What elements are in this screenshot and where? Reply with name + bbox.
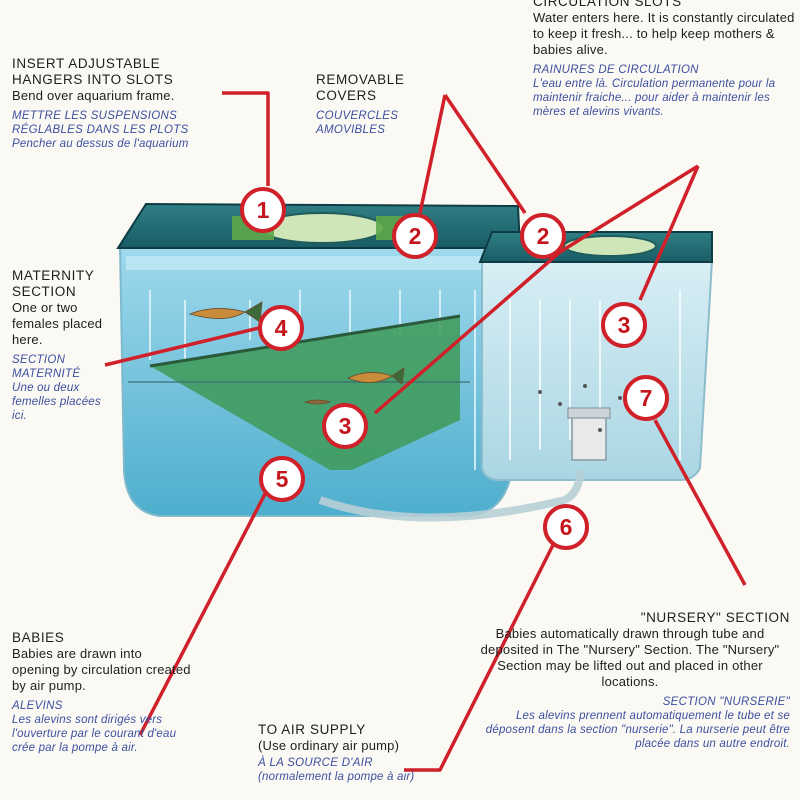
badge-5: 5 xyxy=(261,458,303,500)
callout-air-body: (Use ordinary air pump) xyxy=(258,738,448,754)
callout-slots-french-body: Pencher au dessus de l'aquarium xyxy=(12,137,222,151)
callout-maternity-body: One or two females placed here. xyxy=(12,300,114,348)
callout-slots: INSERT ADJUSTABLE HANGERS INTO SLOTS Ben… xyxy=(12,56,222,151)
callout-air: TO AIR SUPPLY (Use ordinary air pump) À … xyxy=(258,722,448,784)
callout-maternity-french-title: SECTION MATERNITÉ xyxy=(12,353,114,381)
svg-text:5: 5 xyxy=(276,466,289,492)
badge-3-left: 3 xyxy=(324,405,366,447)
callout-circulation-french-body: L'eau entre là. Circulation permanente p… xyxy=(533,77,795,119)
svg-text:2: 2 xyxy=(409,223,422,249)
callout-slots-heading: INSERT ADJUSTABLE HANGERS INTO SLOTS xyxy=(12,56,222,88)
callout-air-french-title: À LA SOURCE D'AIR xyxy=(258,756,448,770)
leader-2-right xyxy=(445,95,525,213)
svg-text:3: 3 xyxy=(618,312,631,338)
callout-babies-body: Babies are drawn into opening by circula… xyxy=(12,646,192,694)
callout-nursery-heading: "NURSERY" SECTION xyxy=(470,610,790,626)
callout-maternity: MATERNITY SECTION One or two females pla… xyxy=(12,268,114,423)
badge-4: 4 xyxy=(260,307,302,349)
callout-covers-heading: REMOVABLE COVERS xyxy=(316,72,446,104)
callout-circulation-heading: CIRCULATION SLOTS xyxy=(533,0,795,10)
badge-2-left: 2 xyxy=(394,215,436,257)
callout-slots-french-title: METTRE LES SUSPENSIONS RÉGLABLES DANS LE… xyxy=(12,109,222,137)
callout-circulation-body: Water enters here. It is constantly circ… xyxy=(533,10,795,58)
callout-nursery-french-title: SECTION "NURSERIE" xyxy=(470,695,790,709)
callout-air-heading: TO AIR SUPPLY xyxy=(258,722,448,738)
svg-text:3: 3 xyxy=(339,413,352,439)
callout-maternity-heading: MATERNITY SECTION xyxy=(12,268,114,300)
badge-7: 7 xyxy=(625,377,667,419)
svg-text:6: 6 xyxy=(560,514,573,540)
callout-covers-french: COUVERCLES AMOVIBLES xyxy=(316,109,446,137)
leader-1 xyxy=(222,93,268,186)
callout-maternity-french-body: Une ou deux femelles placées ici. xyxy=(12,381,114,423)
callout-babies-heading: BABIES xyxy=(12,630,192,646)
badge-3-right: 3 xyxy=(603,304,645,346)
badge-2-right: 2 xyxy=(522,215,564,257)
callout-circulation-french-title: RAINURES DE CIRCULATION xyxy=(533,63,795,77)
svg-text:7: 7 xyxy=(640,385,653,411)
callout-babies-french-body: Les alevins sont dirigés vers l'ouvertur… xyxy=(12,713,192,755)
callout-nursery-body: Babies automatically drawn through tube … xyxy=(470,626,790,690)
callout-nursery-french-body: Les alevins prennent automatiquement le … xyxy=(470,709,790,751)
badge-1: 1 xyxy=(242,189,284,231)
badge-6: 6 xyxy=(545,506,587,548)
callout-slots-body: Bend over aquarium frame. xyxy=(12,88,222,104)
svg-text:1: 1 xyxy=(257,197,270,223)
callout-nursery: "NURSERY" SECTION Babies automatically d… xyxy=(470,610,790,751)
callout-circulation: CIRCULATION SLOTS Water enters here. It … xyxy=(533,0,795,119)
callout-babies-french-title: ALEVINS xyxy=(12,699,192,713)
callout-babies: BABIES Babies are drawn into opening by … xyxy=(12,630,192,755)
callout-covers: REMOVABLE COVERS COUVERCLES AMOVIBLES xyxy=(316,72,446,137)
svg-text:4: 4 xyxy=(275,315,288,341)
callout-air-french-body: (normalement la pompe à air) xyxy=(258,770,448,784)
svg-text:2: 2 xyxy=(537,223,550,249)
